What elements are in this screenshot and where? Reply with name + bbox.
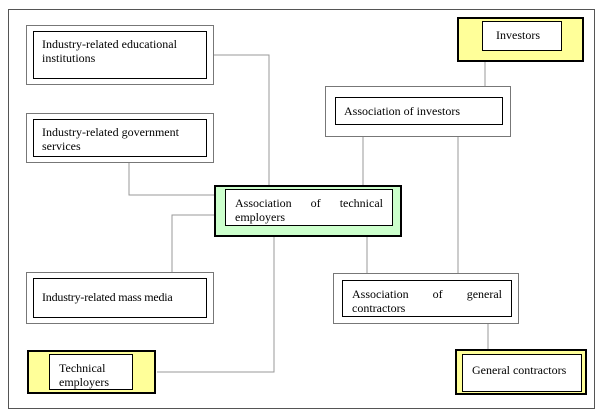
assoc-investors-label: Association of investors — [344, 104, 460, 118]
investors-label: Investors — [496, 28, 540, 42]
technical-employers-inner: Technical employers — [49, 354, 133, 390]
assoc-investors-box: Association of investors — [325, 86, 511, 137]
investors-inner: Investors — [482, 21, 562, 51]
assoc-investors-inner: Association of investors — [335, 97, 503, 125]
connector-gov-to-central — [128, 163, 214, 196]
diagram-frame — [8, 9, 595, 409]
general-contractors-box: General contractors — [455, 349, 587, 395]
gov-services-inner: Industry-related government services — [33, 119, 207, 157]
mass-media-inner: Industry-related mass media — [33, 278, 207, 318]
assoc-tech-employers-inner: Association of technical employers — [225, 189, 393, 226]
mass-media-box: Industry-related mass media — [26, 272, 214, 324]
assoc-general-contractors-label: Association of general contractors — [352, 287, 502, 315]
investors-box: Investors — [457, 17, 584, 62]
edu-institutions-label: Industry-related educational institution… — [42, 37, 177, 65]
edu-institutions-inner: Industry-related educational institution… — [33, 31, 207, 79]
assoc-tech-employers-box: Association of technical employers — [214, 185, 402, 237]
assoc-general-contractors-inner: Association of general contractors — [342, 280, 512, 317]
edu-institutions-box: Industry-related educational institution… — [26, 25, 214, 85]
assoc-tech-employers-label: Association of technical employers — [235, 196, 383, 224]
connector-employers-to-central — [157, 237, 275, 373]
mass-media-label: Industry-related mass media — [42, 290, 173, 304]
assoc-general-contractors-box: Association of general contractors — [333, 273, 519, 324]
connector-media-to-central — [171, 214, 214, 272]
connector-edu-to-central — [214, 54, 270, 185]
technical-employers-label: Technical employers — [59, 361, 109, 389]
technical-employers-box: Technical employers — [27, 350, 156, 394]
general-contractors-inner: General contractors — [462, 354, 582, 392]
gov-services-box: Industry-related government services — [26, 113, 214, 163]
gov-services-label: Industry-related government services — [42, 125, 179, 153]
general-contractors-label: General contractors — [472, 363, 567, 377]
